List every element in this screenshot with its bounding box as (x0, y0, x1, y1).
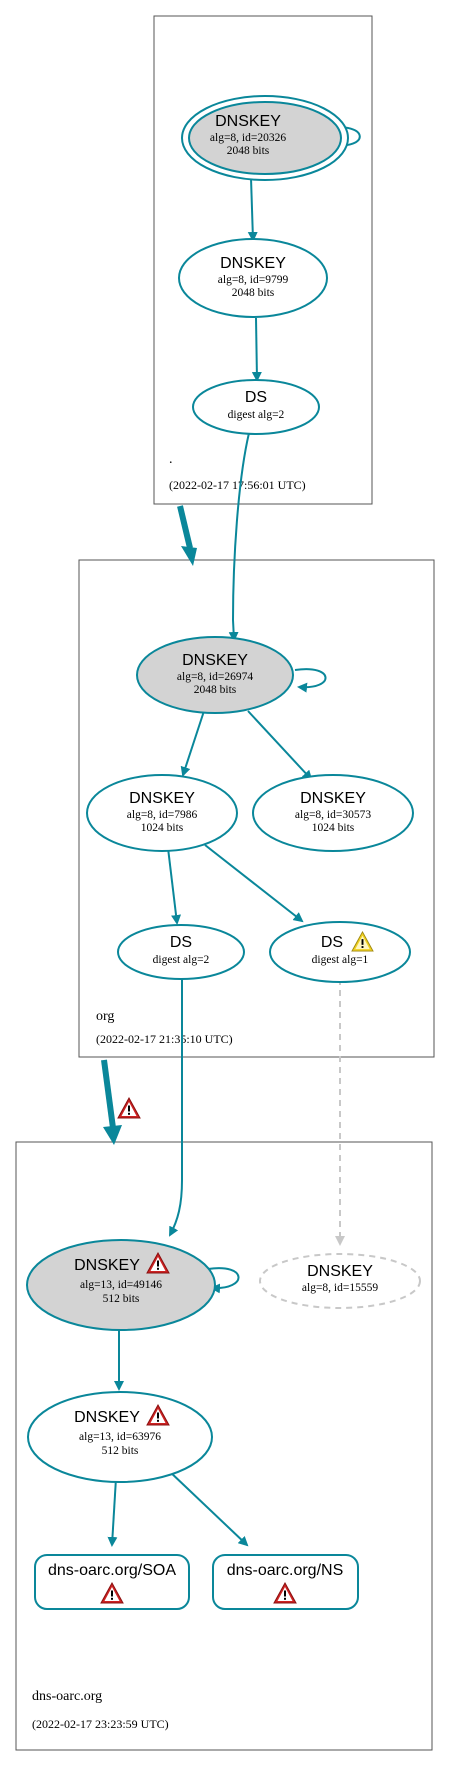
node-oarc-soa-label: dns-oarc.org/SOA (48, 1562, 176, 1579)
node-oarc-zsk-alg: alg=13, id=63976 (79, 1431, 161, 1443)
node-root-ksk-type: DNSKEY (215, 113, 281, 130)
zone-dns-oarc-time: (2022-02-17 23:23:59 UTC) (32, 1717, 169, 1731)
node-org-ds-alg1[interactable]: DS digest alg=1 (269, 921, 411, 983)
node-org-ksk-type: DNSKEY (182, 652, 248, 669)
node-root-zsk[interactable]: DNSKEY alg=8, id=9799 2048 bits (178, 238, 328, 318)
node-org-zsk-30573[interactable]: DNSKEY alg=8, id=30573 1024 bits (252, 774, 414, 852)
node-oarc-ksk-alg: alg=13, id=49146 (80, 1279, 162, 1291)
zone-root: . (2022-02-17 17:56:01 UTC) (153, 15, 373, 505)
node-root-ksk-bits: 2048 bits (227, 145, 270, 157)
node-root-ds-digest: digest alg=2 (228, 409, 285, 421)
edge-oarc-zsk-to-ns (167, 1469, 249, 1547)
edge-root-ksk-to-zsk (247, 177, 258, 242)
node-oarc-ksk[interactable]: DNSKEY alg=13, id=49146 512 bits (26, 1239, 216, 1331)
zone-dns-oarc-name: dns-oarc.org (32, 1689, 102, 1704)
zone-org-name: org (96, 1009, 114, 1024)
node-org-zsk-7986-bits: 1024 bits (141, 822, 184, 834)
node-root-ds[interactable]: DS digest alg=2 (192, 379, 320, 435)
zone-dns-oarc-box (15, 1141, 433, 1751)
node-oarc-zsk-bits: 512 bits (102, 1445, 139, 1457)
zone-org-time: (2022-02-17 21:35:10 UTC) (96, 1032, 233, 1046)
node-oarc-zsk[interactable]: DNSKEY alg=13, id=63976 512 bits (27, 1391, 213, 1483)
node-root-ds-type: DS (245, 389, 267, 406)
node-org-ds-alg1-type: DS (321, 934, 343, 951)
zone-root-time: (2022-02-17 17:56:01 UTC) (169, 478, 306, 492)
node-org-ds-alg2[interactable]: DS digest alg=2 (117, 924, 245, 980)
node-org-zsk-30573-type: DNSKEY (300, 790, 366, 807)
zone-dns-oarc: dns-oarc.org (2022-02-17 23:23:59 UTC) (15, 1141, 433, 1751)
zone-root-box (153, 15, 373, 505)
edge-org-zsk1-to-ds2 (167, 847, 182, 925)
zone-root-name: . (169, 452, 173, 467)
zone-org: org (2022-02-17 21:35:10 UTC) (78, 559, 435, 1058)
node-org-zsk-7986[interactable]: DNSKEY alg=8, id=7986 1024 bits (86, 774, 238, 852)
node-oarc-missing-dnskey[interactable]: DNSKEY alg=8, id=15559 (259, 1253, 421, 1309)
delegation-warning-icon (117, 1097, 141, 1119)
edge-org-ksk-to-zsk1 (180, 710, 205, 777)
edge-root-ds-to-org-ksk (228, 432, 250, 642)
node-oarc-ksk-type: DNSKEY (74, 1257, 140, 1274)
node-root-zsk-type: DNSKEY (220, 255, 286, 272)
node-org-ds-alg1-digest: digest alg=1 (312, 954, 369, 966)
node-root-zsk-alg: alg=8, id=9799 (218, 274, 289, 286)
node-org-zsk-7986-alg: alg=8, id=7986 (127, 809, 198, 821)
node-org-ksk[interactable]: DNSKEY alg=8, id=26974 2048 bits (136, 636, 294, 714)
node-org-ds-alg2-type: DS (170, 934, 192, 951)
node-org-ksk-alg: alg=8, id=26974 (177, 671, 253, 683)
zone-org-box (78, 559, 435, 1058)
node-org-ksk-bits: 2048 bits (194, 684, 237, 696)
node-oarc-ns-label: dns-oarc.org/NS (227, 1562, 344, 1579)
edge-org-zsk1-to-ds1 (204, 844, 304, 923)
edge-oarc-ksk-self (207, 1267, 240, 1294)
node-root-ksk[interactable]: DNSKEY alg=8, id=20326 2048 bits (181, 95, 349, 181)
node-org-zsk-7986-type: DNSKEY (129, 790, 195, 807)
node-org-zsk-30573-bits: 1024 bits (312, 822, 355, 834)
delegation-org-to-dns-oarc (101, 1059, 122, 1145)
edge-org-ksk-self (294, 668, 327, 693)
node-root-ksk-alg: alg=8, id=20326 (210, 132, 286, 144)
edge-org-ksk-to-zsk2 (247, 710, 313, 781)
node-oarc-zsk-type: DNSKEY (74, 1409, 140, 1426)
node-oarc-soa[interactable]: dns-oarc.org/SOA (34, 1554, 190, 1610)
node-org-ds-alg2-digest: digest alg=2 (153, 954, 210, 966)
delegation-root-to-org (177, 505, 197, 566)
node-oarc-ns[interactable]: dns-oarc.org/NS (212, 1554, 359, 1610)
node-oarc-missing-alg: alg=8, id=15559 (302, 1282, 378, 1294)
node-root-zsk-bits: 2048 bits (232, 287, 275, 299)
edge-org-ds2-to-oarc-ksk (169, 979, 183, 1237)
node-org-zsk-30573-alg: alg=8, id=30573 (295, 809, 371, 821)
edge-root-zsk-to-ds (251, 317, 262, 382)
node-oarc-missing-type: DNSKEY (307, 1263, 373, 1280)
node-oarc-ksk-bits: 512 bits (103, 1293, 140, 1305)
edge-oarc-zsk-to-soa (107, 1477, 118, 1547)
